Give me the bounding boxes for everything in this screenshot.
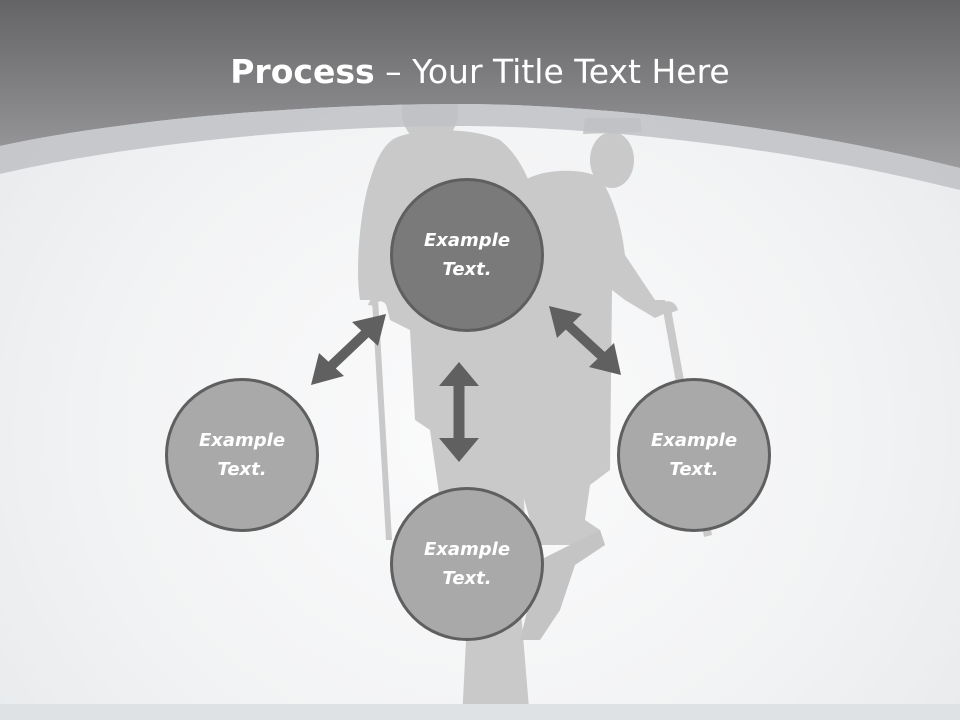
title-bold: Process [230, 52, 375, 91]
title-rest: – Your Title Text Here [374, 52, 730, 91]
slide-title: Process – Your Title Text Here [0, 52, 960, 91]
footer-strip [0, 704, 960, 720]
woman-body [515, 170, 668, 546]
woman-head [590, 132, 634, 188]
man-cane [372, 298, 392, 540]
double-arrow-right [549, 306, 621, 375]
double-arrow-left [311, 314, 386, 385]
double-arrow-vertical [439, 362, 479, 462]
